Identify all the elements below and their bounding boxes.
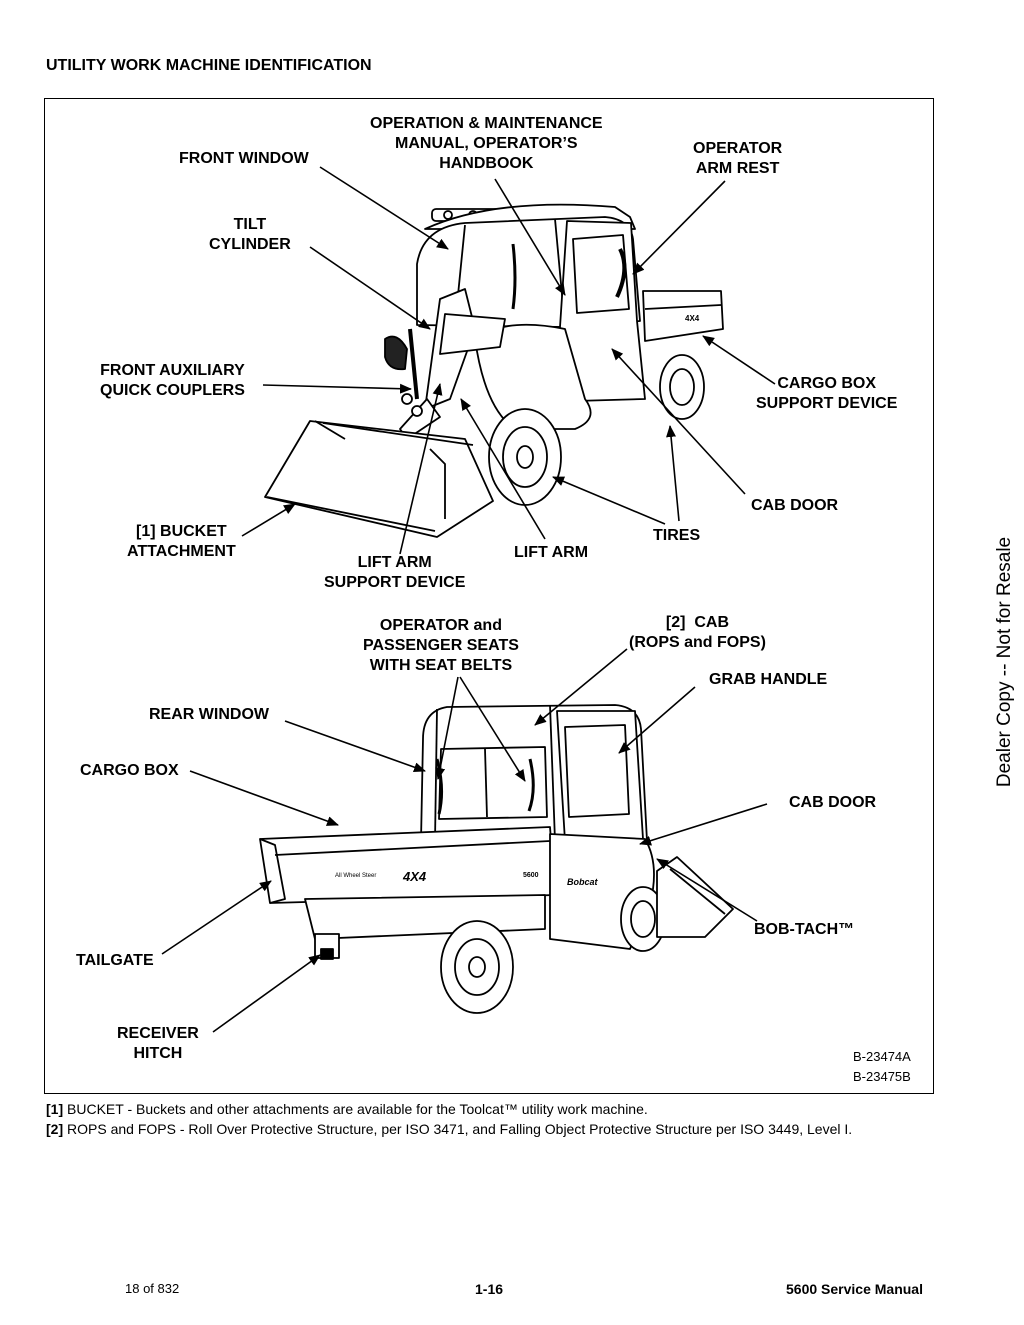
- label-tilt-cylinder: TILT CYLINDER: [209, 216, 291, 253]
- decal-brand: Bobcat: [567, 877, 599, 887]
- leader-lines: [161, 166, 776, 1033]
- label-front-window: FRONT WINDOW: [179, 150, 309, 167]
- label-lift-arm: LIFT ARM: [514, 544, 589, 561]
- label-rear-window: REAR WINDOW: [149, 706, 269, 723]
- machine-illustration: 4X4: [161, 166, 776, 1033]
- figure-reference-codes: B-23474A B-23475B: [853, 1049, 911, 1084]
- footnote-1-text: BUCKET - Buckets and other attachments a…: [63, 1101, 648, 1117]
- label-cab-rops-fops: [2] CAB (ROPS and FOPS): [629, 614, 766, 651]
- label-operation-manual: OPERATION & MAINTENANCE MANUAL, OPERATOR…: [370, 115, 603, 172]
- rear-machine-drawing: 4X4 All Wheel Steer 5600 Bobcat: [259, 704, 734, 1014]
- label-lift-arm-support-device: LIFT ARM SUPPORT DEVICE: [324, 554, 466, 591]
- label-tailgate: TAILGATE: [76, 952, 154, 969]
- decal-4x4-top: 4X4: [685, 314, 700, 323]
- decal-model: 5600: [523, 872, 539, 879]
- label-cab-door-top: CAB DOOR: [751, 497, 839, 514]
- footnote-2-mark: [2]: [46, 1121, 64, 1137]
- front-machine-drawing: 4X4: [264, 203, 724, 538]
- label-grab-handle: GRAB HANDLE: [709, 671, 828, 688]
- decal-all-wheel-steer: All Wheel Steer: [335, 873, 376, 879]
- footnote-1-mark: [1]: [46, 1101, 64, 1117]
- label-bucket-attachment: [1] BUCKET ATTACHMENT: [127, 523, 236, 560]
- label-cargo-box-support-device: CARGO BOX SUPPORT DEVICE: [756, 375, 898, 412]
- decal-4x4-bottom: 4X4: [402, 869, 427, 884]
- label-receiver-hitch: RECEIVER HITCH: [117, 1025, 199, 1062]
- footer-page-number: 1-16: [475, 1281, 504, 1297]
- figure-frame: 4X4: [44, 98, 934, 1094]
- label-cab-door-bottom: CAB DOOR: [789, 794, 877, 811]
- footer-page-count: 18 of 832: [125, 1281, 180, 1296]
- label-tires: TIRES: [653, 527, 701, 544]
- footnote-2: [2] ROPS and FOPS - Roll Over Protective…: [46, 1120, 852, 1138]
- label-operator-passenger-seats: OPERATOR and PASSENGER SEATS WITH SEAT B…: [363, 617, 519, 674]
- footer-manual-name: 5600 Service Manual: [786, 1281, 923, 1297]
- dealer-copy-watermark: Dealer Copy -- Not for Resale: [994, 536, 1015, 788]
- label-front-auxiliary-quick-couplers: FRONT AUXILIARY QUICK COUPLERS: [100, 362, 245, 399]
- footnote-1: [1] BUCKET - Buckets and other attachmen…: [46, 1100, 648, 1118]
- label-operator-arm-rest: OPERATOR ARM REST: [693, 140, 783, 177]
- footnote-2-text: ROPS and FOPS - Roll Over Protective Str…: [63, 1121, 853, 1137]
- label-bob-tach: BOB-TACH™: [754, 921, 855, 938]
- label-cargo-box: CARGO BOX: [80, 762, 179, 779]
- page-title: UTILITY WORK MACHINE IDENTIFICATION: [46, 57, 372, 74]
